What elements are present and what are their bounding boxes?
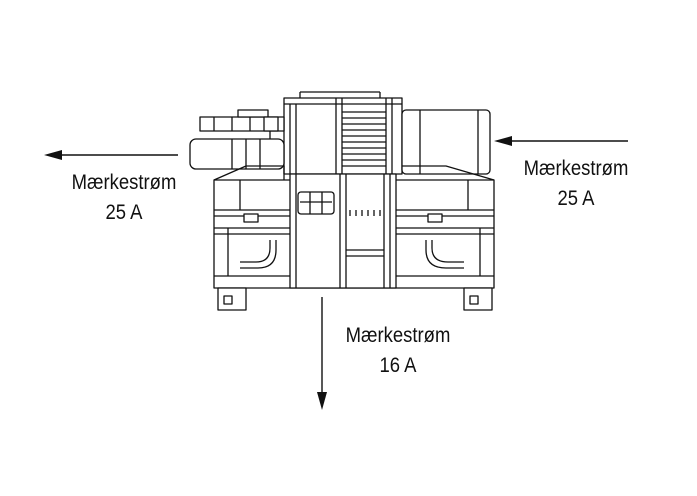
left-label-value: 25 A xyxy=(105,201,143,224)
bottom-label-title: Mærkestrøm xyxy=(345,324,451,347)
bottom-label-value: 16 A xyxy=(379,354,417,377)
left-label-title: Mærkestrøm xyxy=(71,171,177,194)
right-label-value: 25 A xyxy=(557,187,595,210)
left-arrow xyxy=(44,150,178,160)
left-current-label: Mærkestrøm 25 A xyxy=(54,168,195,228)
right-arrow xyxy=(494,136,628,146)
right-cable-entry xyxy=(402,110,490,174)
ribbed-grip xyxy=(342,112,386,166)
left-cable-entry xyxy=(190,110,284,169)
connector-top-housing xyxy=(284,92,402,174)
bottom-arrow xyxy=(317,297,327,410)
right-label-title: Mærkestrøm xyxy=(523,157,629,180)
connector-main-housing xyxy=(214,166,494,310)
right-current-label: Mærkestrøm 25 A xyxy=(506,154,647,214)
bottom-current-label: Mærkestrøm 16 A xyxy=(328,321,469,381)
